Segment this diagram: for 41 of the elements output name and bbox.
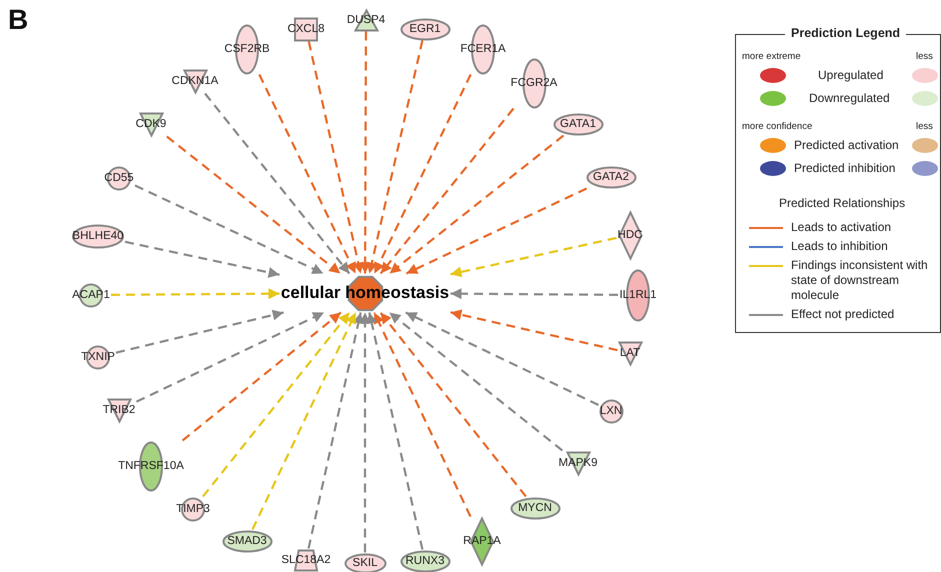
gene-label: SMAD3 [227, 534, 267, 548]
gene-label: LAT [620, 346, 640, 360]
legend-text: Predicted activation [794, 138, 899, 152]
legend-caption: more confidence [742, 121, 812, 132]
gene-label: CSF2RB [224, 42, 270, 56]
legend-caption: more extreme [742, 51, 801, 62]
gene-label: FCER1A [460, 42, 506, 56]
legend-text: Predicted inhibition [794, 161, 896, 175]
legend-text: Effect not predicted [791, 307, 896, 322]
gene-label: LXN [600, 404, 622, 418]
gene-label: TIMP3 [176, 502, 210, 516]
legend-caption: less [916, 121, 933, 132]
gene-label: CDKN1A [172, 74, 218, 88]
gene-label: SKIL [352, 556, 378, 570]
gene-label: CD55 [104, 171, 134, 185]
legend-caption: less [916, 51, 933, 62]
gene-label: CDK9 [136, 117, 166, 131]
gene-label: HDC [618, 228, 642, 242]
gene-label: MAPK9 [558, 456, 598, 470]
legend-text: Downregulated [809, 91, 890, 105]
page-letter: B [8, 4, 28, 36]
gene-label: GATA1 [560, 117, 596, 131]
gene-label: IL1RL1 [619, 288, 657, 302]
gene-label: RUNX3 [406, 554, 444, 568]
legend-heading: Predicted Relationships [779, 196, 906, 210]
legend-title: Prediction Legend [785, 26, 906, 40]
gene-label: TRIB2 [102, 403, 136, 417]
legend-text: Leads to activation [791, 220, 892, 235]
legend-text: Findings inconsistent with state of downstream molecule [791, 258, 929, 303]
legend-text: Leads to inhibition [791, 239, 889, 254]
gene-label: DUSP4 [346, 13, 386, 27]
gene-label: SLC18A2 [281, 553, 331, 567]
gene-label: BHLHE40 [72, 229, 124, 243]
gene-label: CXCL8 [287, 22, 325, 36]
gene-label: GATA2 [593, 170, 629, 184]
gene-label: EGR1 [409, 22, 441, 36]
gene-label: ACAP1 [72, 288, 110, 302]
gene-label: MYCN [518, 501, 552, 515]
legend-text: Upregulated [818, 68, 884, 82]
gene-label: FCGR2A [510, 76, 558, 90]
gene-label: TXNIP [81, 350, 115, 364]
